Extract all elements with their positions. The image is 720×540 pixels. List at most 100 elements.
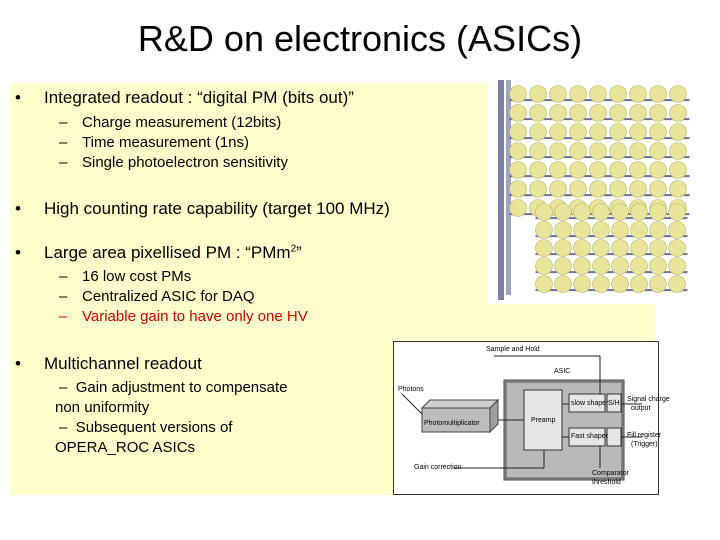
sub-bullet-text: Charge measurement (12bits) xyxy=(82,114,282,131)
pm-rail xyxy=(535,289,688,292)
pm-ball xyxy=(535,257,553,275)
label-fast-shaper: Fast shaper xyxy=(571,433,608,440)
pm-ball xyxy=(535,221,553,239)
label-photomultiplier: Photomultiplicator xyxy=(424,420,480,427)
pm-ball xyxy=(609,142,627,160)
pm-ball xyxy=(611,275,629,293)
pm-ball xyxy=(589,142,607,160)
pm-ball xyxy=(549,123,567,141)
pm-ball xyxy=(529,104,547,122)
pm-ball xyxy=(549,161,567,179)
pm-ball xyxy=(569,123,587,141)
pm-ball xyxy=(649,275,667,293)
dash-glyph: – xyxy=(59,419,68,436)
label-slow-shaper: slow shaper xyxy=(571,400,609,407)
pm-ball xyxy=(611,239,629,257)
pm-ball xyxy=(668,203,686,221)
pm-ball xyxy=(669,142,687,160)
pm-ball xyxy=(569,85,587,103)
pm-ball xyxy=(609,104,627,122)
pm-ball xyxy=(668,221,686,239)
pm-ball xyxy=(549,180,567,198)
pm-ball xyxy=(668,257,686,275)
sub-bullet-gain: – Gain adjustment to compensate xyxy=(59,378,287,398)
pm-ball xyxy=(589,85,607,103)
pm-ball xyxy=(529,142,547,160)
pm-ball xyxy=(649,123,667,141)
pm-ball xyxy=(630,239,648,257)
dash-glyph: – xyxy=(59,308,68,325)
label-preamp: Preamp xyxy=(531,417,556,424)
pm-ball xyxy=(611,221,629,239)
pm-ball xyxy=(629,104,647,122)
pm-ball xyxy=(592,257,610,275)
bullet-text: High counting rate capability (target 10… xyxy=(44,199,390,218)
bullet-glyph: • xyxy=(15,88,21,107)
pm-ball xyxy=(649,180,667,198)
pm-ball xyxy=(573,221,591,239)
pm-ball xyxy=(549,85,567,103)
bullet-text: Large area pixellised PM : “PMm2” xyxy=(44,243,302,263)
pm-ball xyxy=(649,142,667,160)
label-fill-register: Fill register xyxy=(627,432,662,439)
pm-ball xyxy=(609,161,627,179)
label-signal-charge: Signal charge xyxy=(627,396,670,403)
pm-ball xyxy=(589,104,607,122)
pm-ball xyxy=(668,239,686,257)
pm-ball xyxy=(669,180,687,198)
sub-bullet-text: Gain adjustment to compensate xyxy=(75,379,288,396)
pm-ball xyxy=(630,257,648,275)
pm-ball xyxy=(529,123,547,141)
superscript: 2 xyxy=(290,243,297,255)
bullet-text: Integrated readout : “digital PM (bits o… xyxy=(44,88,354,107)
sub-bullet-text: Centralized ASIC for DAQ xyxy=(82,288,255,305)
pm-ball xyxy=(573,257,591,275)
pm-ball xyxy=(573,239,591,257)
bullet-text-main: Large area pixellised PM : “PMm xyxy=(44,243,291,262)
bullet-glyph: • xyxy=(15,354,21,373)
dash-glyph: – xyxy=(59,134,68,151)
sub-bullet-text: 16 low cost PMs xyxy=(82,268,192,285)
dash-glyph: – xyxy=(59,268,68,285)
pm-ball xyxy=(629,180,647,198)
pm-ball xyxy=(611,203,629,221)
dash-glyph: – xyxy=(59,288,68,305)
pm-ball xyxy=(649,161,667,179)
pm-ball xyxy=(589,161,607,179)
pm-ball xyxy=(569,161,587,179)
pm-ball xyxy=(609,180,627,198)
sub-bullet-text: Time measurement (1ns) xyxy=(82,134,249,151)
pm-ball xyxy=(629,142,647,160)
pm-ball xyxy=(649,257,667,275)
pm-ball xyxy=(554,203,572,221)
pm-ball xyxy=(509,85,527,103)
pm-ball xyxy=(649,104,667,122)
label-output: output xyxy=(631,405,651,412)
bullet-glyph: • xyxy=(15,243,21,262)
label-gain-correction: Gain correction xyxy=(414,464,462,471)
sub-bullet-versions: – Subsequent versions of xyxy=(59,418,232,438)
pm-ball xyxy=(669,85,687,103)
bullet-text: Multichannel readout xyxy=(44,354,202,373)
pm-ball xyxy=(629,123,647,141)
pm-ball xyxy=(573,203,591,221)
pm-ball xyxy=(629,85,647,103)
pm-ball xyxy=(611,257,629,275)
pm-ball xyxy=(549,142,567,160)
dash-glyph: – xyxy=(59,379,68,396)
pm-ball xyxy=(669,161,687,179)
pm-ball xyxy=(554,239,572,257)
pm-ball xyxy=(592,221,610,239)
pm-ball xyxy=(509,123,527,141)
pm-ball xyxy=(529,161,547,179)
pm-rail xyxy=(535,271,688,274)
label-comparator: Comparator xyxy=(592,470,629,477)
pm-rail xyxy=(535,235,688,238)
pm-ball xyxy=(529,180,547,198)
pm-ball xyxy=(569,104,587,122)
sub-bullet-text: Subsequent versions of xyxy=(75,419,233,436)
pm-ball xyxy=(592,275,610,293)
pm-rail xyxy=(535,253,688,256)
dash-glyph: – xyxy=(59,154,68,171)
dash-glyph: – xyxy=(59,114,68,131)
